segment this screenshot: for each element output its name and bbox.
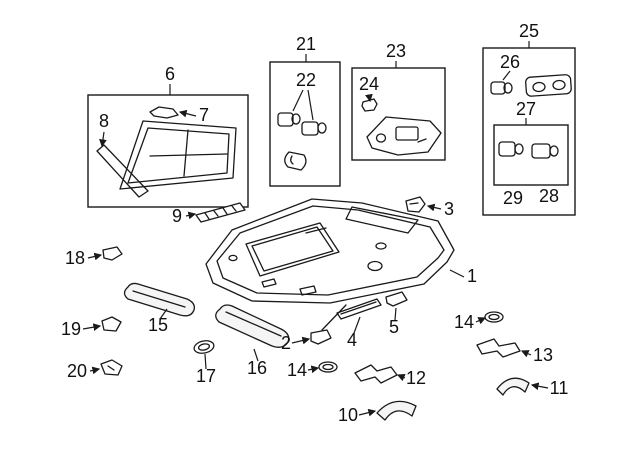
callout-28[interactable]: 28 — [539, 186, 559, 206]
bracket-5-drawing — [385, 291, 408, 307]
callout-4[interactable]: 4 — [347, 330, 357, 350]
leader-lines — [82, 41, 549, 417]
sunroof-frame-drawing — [96, 106, 237, 198]
callout-29[interactable]: 29 — [503, 188, 523, 208]
callout-8[interactable]: 8 — [99, 111, 109, 131]
callout-18[interactable]: 18 — [65, 248, 85, 268]
bracket-3-drawing — [405, 196, 426, 213]
group-box-25 — [482, 47, 576, 216]
callout-19[interactable]: 19 — [61, 319, 81, 339]
bulb-sockets-22-drawing — [277, 112, 327, 171]
group-box-21 — [269, 61, 341, 187]
callout-14-left[interactable]: 14 — [287, 360, 307, 380]
sun-visor-15-drawing — [123, 282, 195, 317]
callout-22[interactable]: 22 — [296, 70, 316, 90]
sun-visor-16-drawing — [215, 304, 290, 348]
bracket-7-drawing — [149, 106, 179, 119]
bracket-12-drawing — [354, 364, 398, 384]
grab-handle-10-drawing — [376, 400, 417, 421]
strip-9-drawing — [195, 202, 246, 223]
callout-16[interactable]: 16 — [247, 358, 267, 378]
clip-19-drawing — [101, 316, 122, 332]
callout-21[interactable]: 21 — [296, 34, 316, 54]
socket-29-drawing — [498, 141, 516, 157]
clip-24-drawing — [361, 98, 378, 112]
callout-17[interactable]: 17 — [196, 366, 216, 386]
callout-6[interactable]: 6 — [165, 64, 175, 84]
group-box-23 — [351, 67, 446, 161]
roof-headliner-drawing — [205, 198, 455, 304]
clip-18-drawing — [102, 246, 123, 261]
callout-12[interactable]: 12 — [406, 368, 426, 388]
callout-7[interactable]: 7 — [199, 105, 209, 125]
socket-28-drawing — [531, 143, 551, 159]
callout-13[interactable]: 13 — [533, 345, 553, 365]
callout-27[interactable]: 27 — [516, 99, 536, 119]
callout-2[interactable]: 2 — [281, 333, 291, 353]
group-box-6 — [87, 94, 249, 208]
group-box-27 — [493, 124, 569, 186]
callout-14-right[interactable]: 14 — [454, 312, 474, 332]
grab-handle-11-drawing — [496, 377, 530, 396]
overhead-console-drawing — [361, 98, 442, 156]
bracket-2-drawing — [310, 304, 347, 345]
callout-20[interactable]: 20 — [67, 361, 87, 381]
lamp-unit-drawing — [490, 74, 572, 159]
callout-15[interactable]: 15 — [148, 315, 168, 335]
callout-11[interactable]: 11 — [550, 378, 569, 398]
socket-26-drawing — [490, 81, 506, 95]
strip-4-drawing — [336, 298, 382, 320]
bracket-13-drawing — [476, 338, 521, 358]
callout-1[interactable]: 1 — [467, 266, 477, 286]
clip-20-drawing — [100, 359, 123, 376]
callout-3[interactable]: 3 — [444, 199, 454, 219]
callout-5[interactable]: 5 — [389, 317, 399, 337]
callout-25[interactable]: 25 — [519, 21, 539, 41]
callout-23[interactable]: 23 — [386, 41, 406, 61]
callout-26[interactable]: 26 — [500, 52, 520, 72]
callout-9[interactable]: 9 — [172, 206, 182, 226]
oval-14-left-drawing — [318, 361, 338, 373]
callout-10[interactable]: 10 — [338, 405, 358, 425]
callout-24[interactable]: 24 — [359, 74, 379, 94]
pad-17-drawing — [193, 340, 215, 354]
oval-14-right-drawing — [484, 311, 504, 323]
